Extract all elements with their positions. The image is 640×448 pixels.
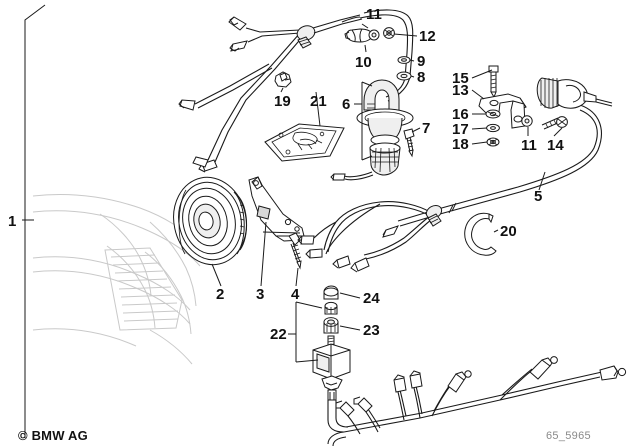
- callout-23: 23: [363, 322, 380, 339]
- screw: [288, 232, 302, 270]
- callout-14: 14: [547, 137, 564, 154]
- callout-9: 9: [417, 53, 426, 70]
- callout-20: 20: [500, 223, 517, 240]
- siren-assembly: [330, 79, 414, 181]
- bolt: [488, 65, 499, 99]
- retaining-clip: [274, 71, 292, 88]
- nut: [383, 27, 395, 39]
- clamp-ring: [464, 212, 497, 256]
- cable-end-actuator: [536, 77, 613, 109]
- washer: [396, 71, 412, 81]
- wiring-harness-middle: [297, 201, 443, 273]
- loudspeaker: [173, 176, 247, 266]
- callout-12: 12: [419, 28, 436, 45]
- callout-15: 15: [452, 70, 469, 87]
- callout-21: 21: [310, 93, 327, 110]
- callout-5: 5: [534, 188, 543, 205]
- callout-17: 17: [452, 121, 469, 138]
- mounting-bracket: [248, 176, 305, 242]
- callout-1: 1: [8, 213, 17, 230]
- cable-clip: [344, 28, 373, 43]
- callout-7: 7: [422, 120, 431, 137]
- wiring-harness-upper: [178, 14, 363, 173]
- callout-22: 22: [270, 326, 287, 343]
- washer-upper: [368, 29, 380, 41]
- hex-bolt: [541, 116, 568, 130]
- callout-6: 6: [342, 96, 351, 113]
- callout-3: 3: [256, 286, 265, 303]
- callout-2: 2: [216, 286, 225, 303]
- callout-13: 13: [452, 82, 469, 99]
- catalog-number: 65_5965: [546, 430, 591, 442]
- callout-11b: 11: [521, 137, 537, 154]
- rubber-grommet: [323, 317, 339, 334]
- nut-18: [486, 137, 500, 147]
- holder-bracket: [478, 93, 527, 129]
- wiring-harness-lower: [327, 356, 627, 447]
- fastening-screw: [403, 128, 415, 158]
- callout-24: 24: [363, 290, 380, 307]
- washer-small: [397, 56, 411, 64]
- callout-10: 10: [355, 54, 372, 71]
- callout-11: 11: [366, 6, 382, 23]
- cap: [323, 285, 339, 300]
- gasket-plate: [264, 123, 345, 162]
- callout-4: 4: [291, 286, 300, 303]
- long-cable: [341, 9, 602, 238]
- vehicle-body-outline: [32, 194, 201, 365]
- valve-assembly: [312, 301, 351, 433]
- callout-18: 18: [452, 136, 469, 153]
- washer-17: [486, 123, 500, 133]
- copyright-notice: © BMW AG: [18, 428, 88, 443]
- washer-16: [485, 109, 501, 119]
- callout-19: 19: [274, 93, 291, 110]
- callout-16: 16: [452, 106, 469, 123]
- leader-lines: [22, 23, 563, 363]
- diagram-frame-line: [24, 4, 46, 438]
- washer-11b: [521, 115, 533, 127]
- callout-8: 8: [417, 69, 426, 86]
